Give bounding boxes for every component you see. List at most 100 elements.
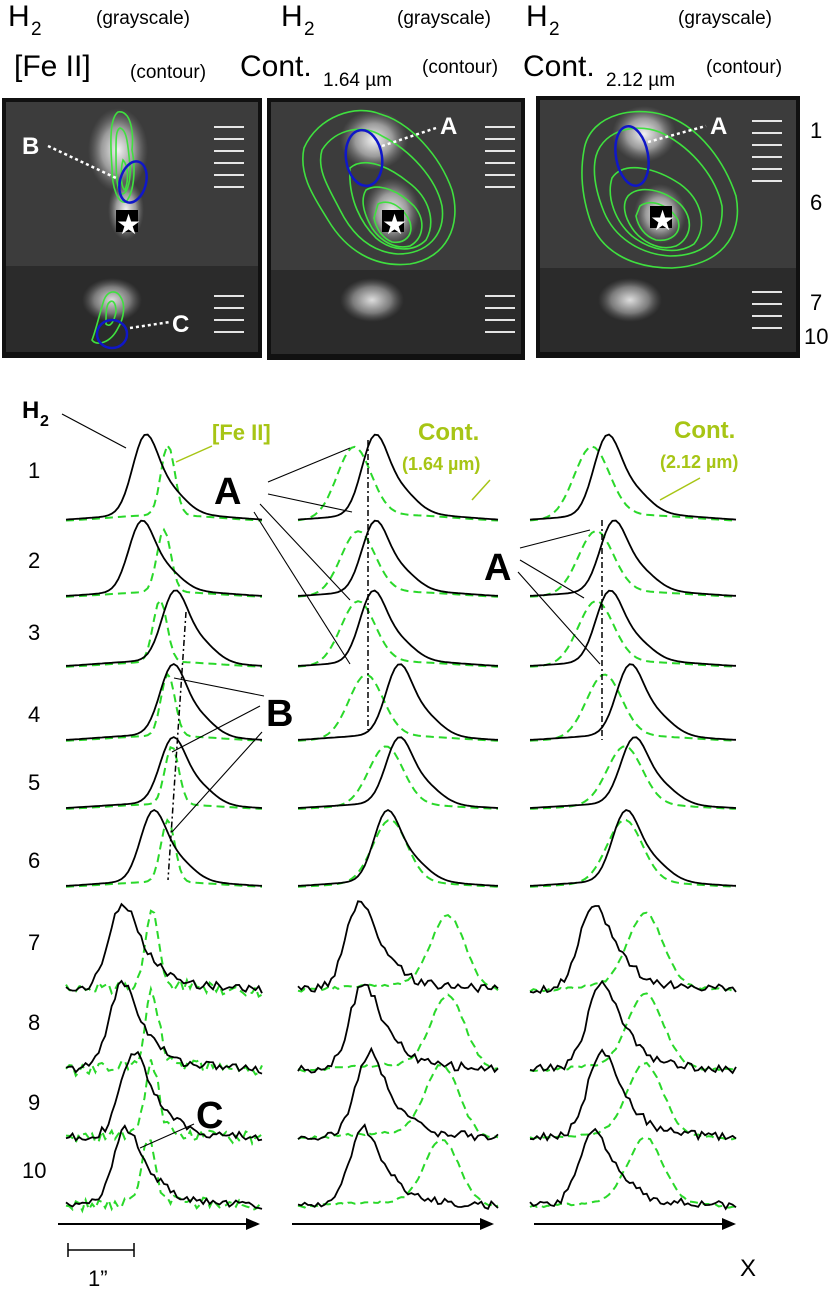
profile-h2-8-3 xyxy=(529,979,737,1075)
row-label-6: 6 xyxy=(28,848,40,873)
label-c-image: C xyxy=(172,311,189,338)
header-3-line2-main: Cont. xyxy=(523,50,595,83)
profile-h2-9-2 xyxy=(297,1046,499,1142)
profile-comparison-2-3 xyxy=(529,529,737,598)
star-icon-2: ★ xyxy=(382,208,407,241)
profile-comparison-9-2 xyxy=(297,1064,499,1141)
row-label-5: 5 xyxy=(28,770,40,795)
profile-comparison-6-3 xyxy=(529,818,737,888)
profile-h2-10-2 xyxy=(297,1123,499,1210)
marker-a-mid: A xyxy=(214,471,241,513)
header-2-line1-sub: 2 xyxy=(304,19,315,40)
profile-h2-7-2 xyxy=(297,900,499,994)
row-label-3: 3 xyxy=(28,620,40,645)
row-label-9: 9 xyxy=(28,1090,40,1115)
cont212-contours xyxy=(581,110,739,269)
row-label-1: 1 xyxy=(28,458,40,483)
profile-comparison-5-2 xyxy=(297,745,499,810)
legend-cont212: Cont. xyxy=(674,417,735,444)
legend-cont212-wave: (2.12 µm) xyxy=(660,452,738,472)
profile-h2-1-1 xyxy=(65,433,263,521)
ellipse-c xyxy=(95,318,129,350)
header-3-line2-sub: 2.12 µm xyxy=(606,70,675,91)
profile-comparison-3-2 xyxy=(297,600,499,668)
header-2-line2-main: Cont. xyxy=(240,50,312,83)
profile-comparison-3-1 xyxy=(65,598,263,668)
profile-comparison-4-3 xyxy=(529,673,737,742)
profile-h2-4-1 xyxy=(65,662,263,741)
scale-bar xyxy=(67,1243,135,1257)
legend-cont164: Cont. xyxy=(418,419,479,446)
profile-comparison-5-3 xyxy=(529,745,737,810)
profile-comparison-1-1 xyxy=(65,443,263,522)
image-row-label-6: 6 xyxy=(810,190,822,215)
profile-h2-2-3 xyxy=(529,519,737,597)
profile-h2-5-3 xyxy=(529,736,737,809)
marker-a-right: A xyxy=(484,547,511,589)
legend-h2: H xyxy=(22,397,39,424)
profile-curves xyxy=(65,433,737,1214)
row-label-7: 7 xyxy=(28,930,40,955)
header-3-line1-main: H xyxy=(526,0,548,33)
image-panel-2: ★ A xyxy=(267,98,525,360)
star-icon: ★ xyxy=(116,208,141,241)
header-1-line1-main: H xyxy=(8,0,30,33)
profile-comparison-7-1 xyxy=(65,909,263,998)
profile-comparison-6-1 xyxy=(65,818,263,888)
header-2-line2-note: (contour) xyxy=(422,57,498,78)
profile-comparison-8-1 xyxy=(65,985,263,1078)
profile-comparison-5-1 xyxy=(65,745,263,810)
header-2-line1-main: H xyxy=(281,0,303,33)
header-3-line1-sub: 2 xyxy=(549,19,560,40)
label-a-image-mid: A xyxy=(440,113,457,140)
header-1-line2-main: [Fe II] xyxy=(14,50,91,83)
profile-comparison-8-2 xyxy=(297,993,499,1073)
legend-h2-sub: 2 xyxy=(40,413,49,430)
header-col-1: H 2 (grayscale) [Fe II] (contour) xyxy=(8,0,206,83)
star-icon-3: ★ xyxy=(650,204,675,237)
header-1-line1-note: (grayscale) xyxy=(96,8,190,29)
profile-comparison-4-1 xyxy=(65,672,263,742)
alignment-lines xyxy=(167,440,603,881)
header-1-line1-sub: 2 xyxy=(31,19,42,40)
image-panel-3: ★ A xyxy=(536,96,800,358)
profile-h2-9-1 xyxy=(65,1050,263,1142)
label-b-image: B xyxy=(22,133,39,160)
profile-h2-10-3 xyxy=(529,1127,737,1211)
row-label-2: 2 xyxy=(28,548,40,573)
profile-comparison-4-2 xyxy=(297,674,499,742)
profile-h2-4-3 xyxy=(529,663,737,741)
profile-h2-4-2 xyxy=(297,663,499,741)
scale-bar-label: 1” xyxy=(88,1266,108,1291)
header-1-line2-note: (contour) xyxy=(130,62,206,83)
profile-h2-2-2 xyxy=(297,519,499,597)
ellipse-a-right xyxy=(614,125,650,187)
profile-h2-9-3 xyxy=(529,1048,737,1142)
legend-feii: [Fe II] xyxy=(212,420,271,445)
profile-h2-6-2 xyxy=(297,808,499,887)
profile-h2-3-3 xyxy=(529,589,737,667)
row-label-8: 8 xyxy=(28,1010,40,1035)
profile-comparison-6-2 xyxy=(297,818,499,888)
profile-h2-1-3 xyxy=(529,433,737,521)
legend-cont164-wave: (1.64 µm) xyxy=(402,454,480,474)
profile-h2-3-1 xyxy=(65,589,263,667)
profile-h2-3-2 xyxy=(297,589,499,667)
profile-comparison-2-1 xyxy=(65,527,263,598)
profile-comparison-7-3 xyxy=(529,911,737,993)
header-2-line2-sub: 1.64 µm xyxy=(323,70,392,91)
marker-c: C xyxy=(196,1095,223,1137)
image-row-label-10: 10 xyxy=(804,324,828,349)
profile-comparison-10-1 xyxy=(65,1138,263,1214)
profile-h2-8-2 xyxy=(297,983,499,1074)
row-label-4: 4 xyxy=(28,702,40,727)
profile-h2-5-1 xyxy=(65,736,263,809)
profile-comparison-10-2 xyxy=(297,1139,499,1209)
row-label-10: 10 xyxy=(22,1158,46,1183)
header-col-2: H 2 (grayscale) Cont. 1.64 µm (contour) xyxy=(240,0,498,91)
image-panel-1: ★ B C xyxy=(2,98,262,358)
ellipse-b xyxy=(118,160,148,204)
image-row-label-7: 7 xyxy=(810,290,822,315)
header-col-3: H 2 (grayscale) Cont. 2.12 µm (contour) xyxy=(523,0,782,91)
